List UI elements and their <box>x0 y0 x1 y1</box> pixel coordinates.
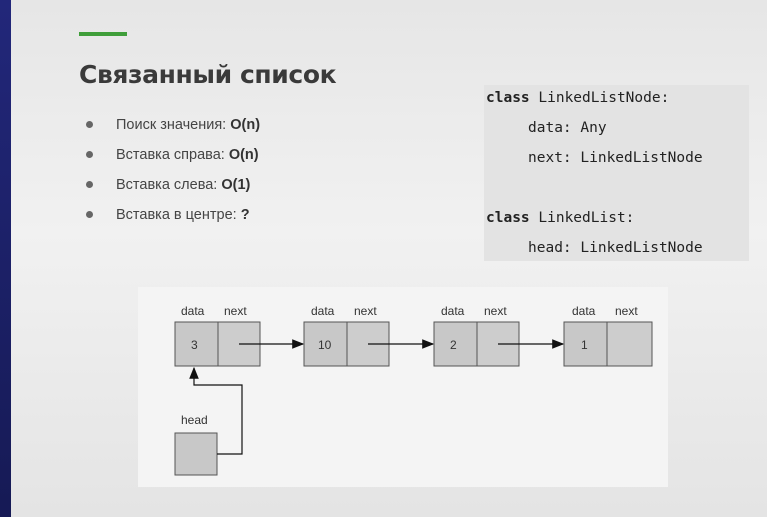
head-pointer-arrow <box>189 366 243 455</box>
bullet-item: Вставка в центре: ? <box>86 204 260 234</box>
node-value: 10 <box>318 338 332 352</box>
linked-list-svg <box>174 321 653 476</box>
bullet-text: Вставка слева: <box>116 177 222 193</box>
head-cell <box>174 432 218 476</box>
bullet-complexity: ? <box>240 207 250 223</box>
data-field-label: data <box>572 304 596 318</box>
node-value: 2 <box>450 338 457 352</box>
next-field-label: next <box>484 304 507 318</box>
code-line: head: LinkedListNode <box>528 240 703 256</box>
bullet-dot-icon <box>86 121 93 128</box>
bullet-dot-icon <box>86 151 93 158</box>
code-line: class LinkedListNode: <box>486 90 670 106</box>
bullet-list: Поиск значения: O(n) Вставка справа: O(n… <box>86 114 260 234</box>
presentation-slide: Связанный список Поиск значения: O(n) Вс… <box>11 0 767 517</box>
bullet-complexity: O(1) <box>221 177 251 193</box>
node-data-cell <box>303 321 348 367</box>
bullet-item: Вставка справа: O(n) <box>86 144 260 174</box>
slide-title: Связанный список <box>79 60 337 89</box>
next-field-label: next <box>354 304 377 318</box>
bullet-text: Вставка в центре: <box>116 207 241 223</box>
data-field-label: data <box>311 304 335 318</box>
bullet-text: Поиск значения: <box>116 117 231 133</box>
code-line: data: Any <box>528 120 607 136</box>
node-data-cell <box>174 321 219 367</box>
linked-list-diagram: data next 3 data next 10 data next 2 dat… <box>138 287 668 487</box>
bullet-item: Поиск значения: O(n) <box>86 114 260 144</box>
code-block: class LinkedListNode: data: Any next: Li… <box>484 85 749 261</box>
data-field-label: data <box>441 304 465 318</box>
bullet-dot-icon <box>86 181 93 188</box>
accent-bar <box>79 32 127 36</box>
node-value: 1 <box>581 338 588 352</box>
node-next-cell <box>606 321 653 367</box>
node-value: 3 <box>191 338 198 352</box>
next-field-label: next <box>224 304 247 318</box>
bullet-text: Вставка справа: <box>116 147 229 163</box>
code-line: class LinkedList: <box>486 210 635 226</box>
next-field-label: next <box>615 304 638 318</box>
window-frame <box>0 0 11 517</box>
code-line: next: LinkedListNode <box>528 150 703 166</box>
bullet-item: Вставка слева: O(1) <box>86 174 260 204</box>
bullet-complexity: O(n) <box>230 117 261 133</box>
bullet-complexity: O(n) <box>228 147 259 163</box>
data-field-label: data <box>181 304 205 318</box>
bullet-dot-icon <box>86 211 93 218</box>
head-label: head <box>181 413 208 427</box>
